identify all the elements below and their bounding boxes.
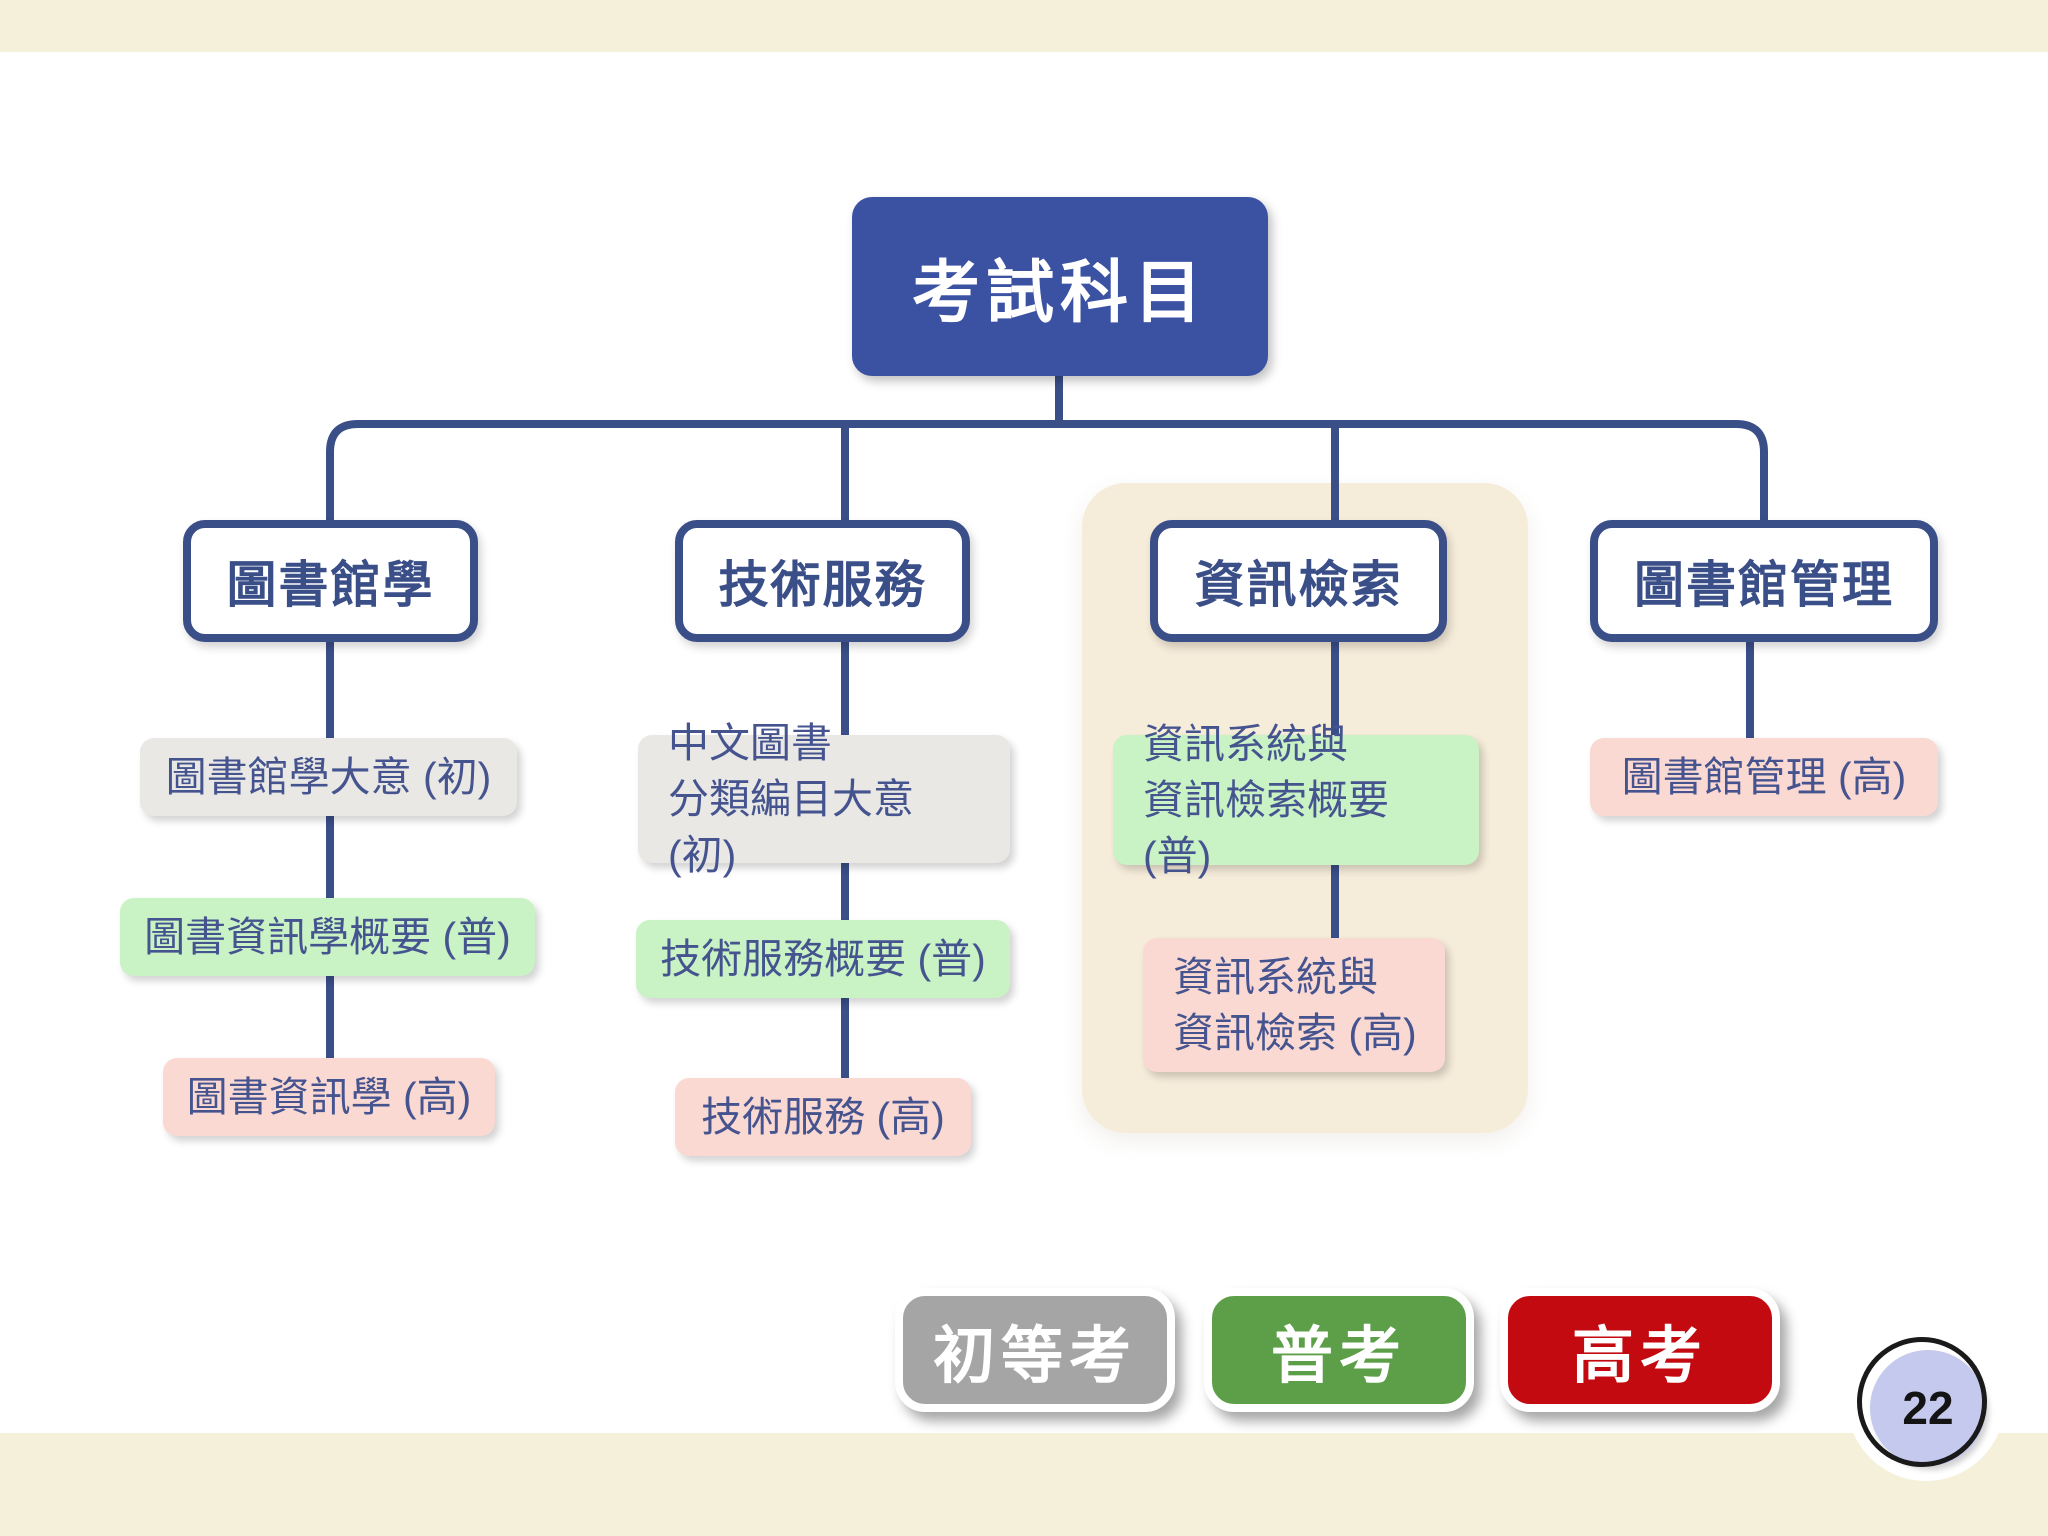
legend-label: 初等考 [932, 1322, 1137, 1391]
subject-label-line: 資訊檢索 (高) [1173, 1010, 1417, 1056]
legend-elementary-exam: 初等考 [895, 1288, 1175, 1412]
subject-label: 技術服務 (高) [701, 1094, 945, 1140]
legend-ordinary-exam: 普考 [1204, 1288, 1474, 1412]
subject-node-information-retrieval-ordinary: 資訊系統與 資訊檢索概要 (普) [1113, 721, 1479, 879]
subject-label: 圖書資訊學 (高) [186, 1074, 472, 1120]
subject-node-library-science-ordinary: 圖書資訊學概要 (普) [120, 898, 535, 976]
root-node-label: 考試科目 [911, 255, 1208, 331]
branch-label: 技術服務 [718, 557, 927, 613]
branch-node-library-science: 圖書館學 [183, 520, 478, 642]
bottom-accent-bar [0, 1433, 2048, 1536]
subject-label-line: 中文圖書 [668, 720, 832, 766]
branch-node-technical-services: 技術服務 [675, 520, 970, 642]
subject-label: 圖書館管理 (高) [1621, 754, 1907, 800]
subject-label-line: 資訊系統與 [1143, 721, 1348, 767]
page-number: 22 [1902, 1382, 1954, 1434]
legend-label: 普考 [1270, 1322, 1407, 1391]
root-node-exam-subjects: 考試科目 [852, 197, 1268, 376]
subject-label-line: 分類編目大意 (初) [668, 776, 914, 878]
subject-label-line: 資訊系統與 [1173, 954, 1378, 1000]
connector-rail [326, 420, 1768, 520]
subject-node-library-science-elementary: 圖書館學大意 (初) [140, 738, 517, 816]
page-number-badge: 22 [1870, 1350, 1986, 1466]
subject-node-technical-services-elementary: 中文圖書 分類編目大意 (初) [638, 720, 1010, 878]
subject-label: 圖書館學大意 (初) [165, 754, 492, 800]
subject-node-information-retrieval-higher: 資訊系統與 資訊檢索 (高) [1143, 938, 1445, 1072]
legend-label: 高考 [1571, 1322, 1708, 1391]
subject-node-library-science-higher: 圖書資訊學 (高) [163, 1058, 495, 1136]
legend-higher-exam: 高考 [1500, 1288, 1780, 1412]
subject-node-technical-services-ordinary: 技術服務概要 (普) [636, 920, 1010, 998]
subject-label: 圖書資訊學概要 (普) [144, 914, 511, 960]
subject-node-technical-services-higher: 技術服務 (高) [675, 1078, 971, 1156]
top-accent-bar [0, 0, 2048, 52]
branch-label: 圖書館管理 [1634, 557, 1894, 613]
subject-label-line: 資訊檢索概要 (普) [1143, 777, 1389, 879]
branch-label: 圖書館學 [226, 557, 435, 613]
branch-node-information-retrieval: 資訊檢索 [1150, 520, 1447, 642]
branch-label: 資訊檢索 [1194, 557, 1403, 613]
branch-node-library-management: 圖書館管理 [1590, 520, 1938, 642]
subject-node-library-management-higher: 圖書館管理 (高) [1590, 738, 1938, 816]
subject-label: 技術服務概要 (普) [660, 936, 986, 982]
